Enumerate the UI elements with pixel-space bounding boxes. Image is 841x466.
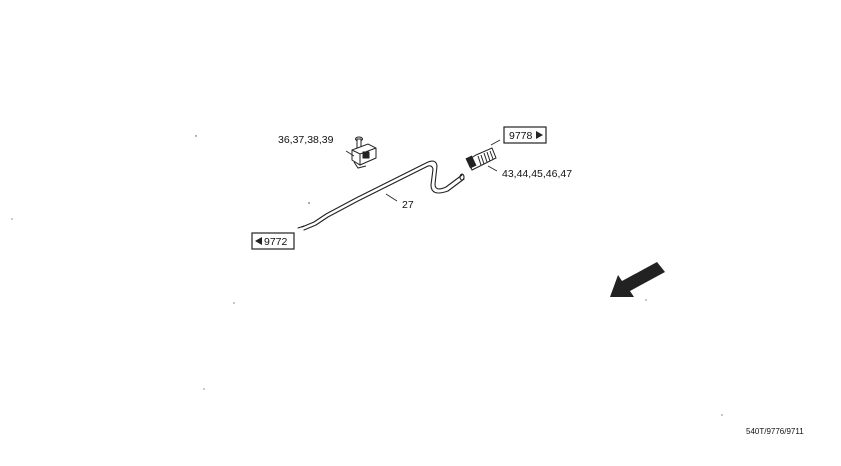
ref-prev-label: 9772 xyxy=(264,236,288,248)
clamp-callout-label: 36,37,38,39 xyxy=(278,134,334,146)
stray-marks xyxy=(11,135,723,416)
front-direction-arrow-icon xyxy=(610,262,665,297)
arrow-left-icon xyxy=(255,237,262,245)
pipe-leader-line xyxy=(385,193,398,202)
clamp-part xyxy=(345,136,377,169)
fitting-part xyxy=(465,139,501,172)
fitting-callout-label: 43,44,45,46,47 xyxy=(502,168,572,180)
arrow-right-icon xyxy=(536,131,543,139)
pipe-callout-label: 27 xyxy=(402,199,414,211)
drawing-code: 540T/9776/9711 xyxy=(746,427,804,436)
pipe-part xyxy=(297,160,465,231)
ref-box-prev[interactable]: 9772 xyxy=(251,232,295,250)
ref-next-label: 9778 xyxy=(509,130,533,142)
ref-box-next[interactable]: 9778 xyxy=(503,126,547,144)
